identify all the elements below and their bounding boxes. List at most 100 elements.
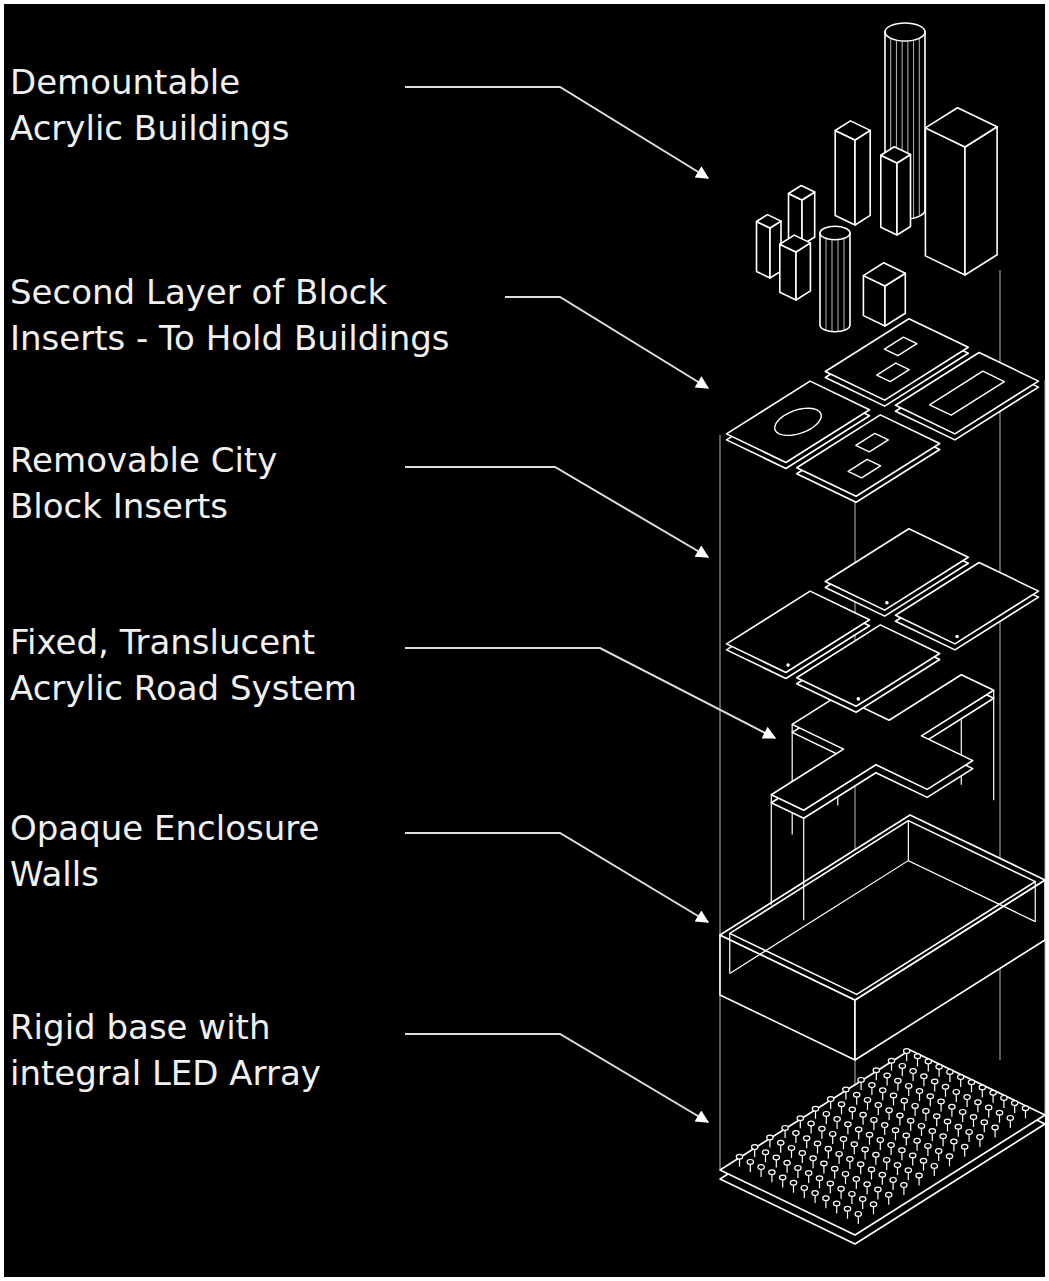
led (844, 1206, 850, 1211)
led (845, 1122, 851, 1127)
led (947, 1070, 953, 1075)
building-roof (780, 235, 811, 252)
enclosure-inner-edge (729, 933, 730, 973)
led (892, 1128, 898, 1133)
road-support (993, 690, 994, 800)
led (860, 1112, 866, 1117)
led (916, 1173, 922, 1178)
led (804, 1136, 810, 1141)
led (920, 1158, 926, 1163)
building-face (855, 130, 870, 225)
led (780, 1175, 786, 1180)
part-label: Second Layer of Block Inserts - To Hold … (10, 269, 454, 361)
led (823, 1112, 829, 1117)
led (752, 1145, 758, 1150)
led (769, 1170, 775, 1175)
led (890, 1178, 896, 1183)
building-socket (930, 371, 1005, 415)
led (953, 1090, 959, 1095)
part-label: Removable City Block Inserts (10, 437, 282, 529)
led (834, 1117, 840, 1122)
guide-line (1045, 380, 1046, 1115)
led (899, 1148, 905, 1153)
building-roof (925, 108, 997, 147)
building-face (757, 222, 771, 279)
led (996, 1110, 1002, 1115)
led (875, 1103, 881, 1108)
led (955, 1124, 961, 1129)
led (856, 1127, 862, 1132)
cylinder-stripe (913, 32, 914, 218)
led (938, 1099, 944, 1104)
enclosure-inner-edge (730, 861, 1036, 974)
led (762, 1150, 768, 1155)
building-face (965, 127, 997, 275)
cylinder-top (820, 226, 850, 240)
led (897, 1113, 903, 1118)
led (990, 1090, 996, 1095)
building-roof (789, 186, 815, 201)
led (778, 1140, 784, 1145)
cylinder-building (820, 233, 850, 332)
led (932, 1079, 938, 1084)
led (894, 1163, 900, 1168)
leader-line (405, 648, 775, 738)
led (847, 1157, 853, 1162)
led (853, 1177, 859, 1182)
led (979, 1085, 985, 1090)
led (912, 1104, 918, 1109)
insert-pin (885, 601, 889, 605)
led (842, 1172, 848, 1177)
led (868, 1167, 874, 1172)
led (910, 1153, 916, 1158)
led (929, 1129, 935, 1134)
building-insert (797, 415, 940, 496)
led (977, 1135, 983, 1140)
led (927, 1094, 933, 1099)
led (968, 1080, 974, 1085)
led (871, 1118, 877, 1123)
led (873, 1152, 879, 1157)
led (925, 1144, 931, 1149)
led (843, 1087, 849, 1092)
part-label: Demountable Acrylic Buildings (10, 59, 294, 151)
led (879, 1172, 885, 1177)
led (773, 1155, 779, 1160)
led (899, 1064, 905, 1069)
led (916, 1089, 922, 1094)
led (810, 1156, 816, 1161)
led (936, 1064, 942, 1069)
leader-line (405, 467, 708, 557)
led (903, 1133, 909, 1138)
cylinder-stripe (844, 233, 845, 330)
led (801, 1186, 807, 1191)
led (819, 1126, 825, 1131)
leader-line (405, 833, 708, 922)
led (834, 1201, 840, 1206)
led (940, 1134, 946, 1139)
building-face (881, 155, 897, 235)
led (884, 1073, 890, 1078)
led (970, 1115, 976, 1120)
led (808, 1121, 814, 1126)
led (906, 1084, 912, 1089)
building-face (897, 155, 911, 236)
led (851, 1142, 857, 1147)
led (784, 1160, 790, 1165)
building-socket (877, 363, 910, 382)
led (895, 1078, 901, 1083)
led (986, 1105, 992, 1110)
part-label: Opaque Enclosure Walls (10, 805, 324, 897)
block-insert (896, 563, 1039, 644)
led (886, 1108, 892, 1113)
led (1007, 1116, 1013, 1121)
led (832, 1166, 838, 1171)
led (992, 1125, 998, 1130)
led (799, 1151, 805, 1156)
part-label: Fixed, Translucent Acrylic Road System (10, 619, 361, 711)
led (862, 1147, 868, 1152)
cylinder-stripe (838, 233, 839, 332)
led (825, 1146, 831, 1151)
building-face (802, 192, 815, 245)
led (849, 1107, 855, 1112)
